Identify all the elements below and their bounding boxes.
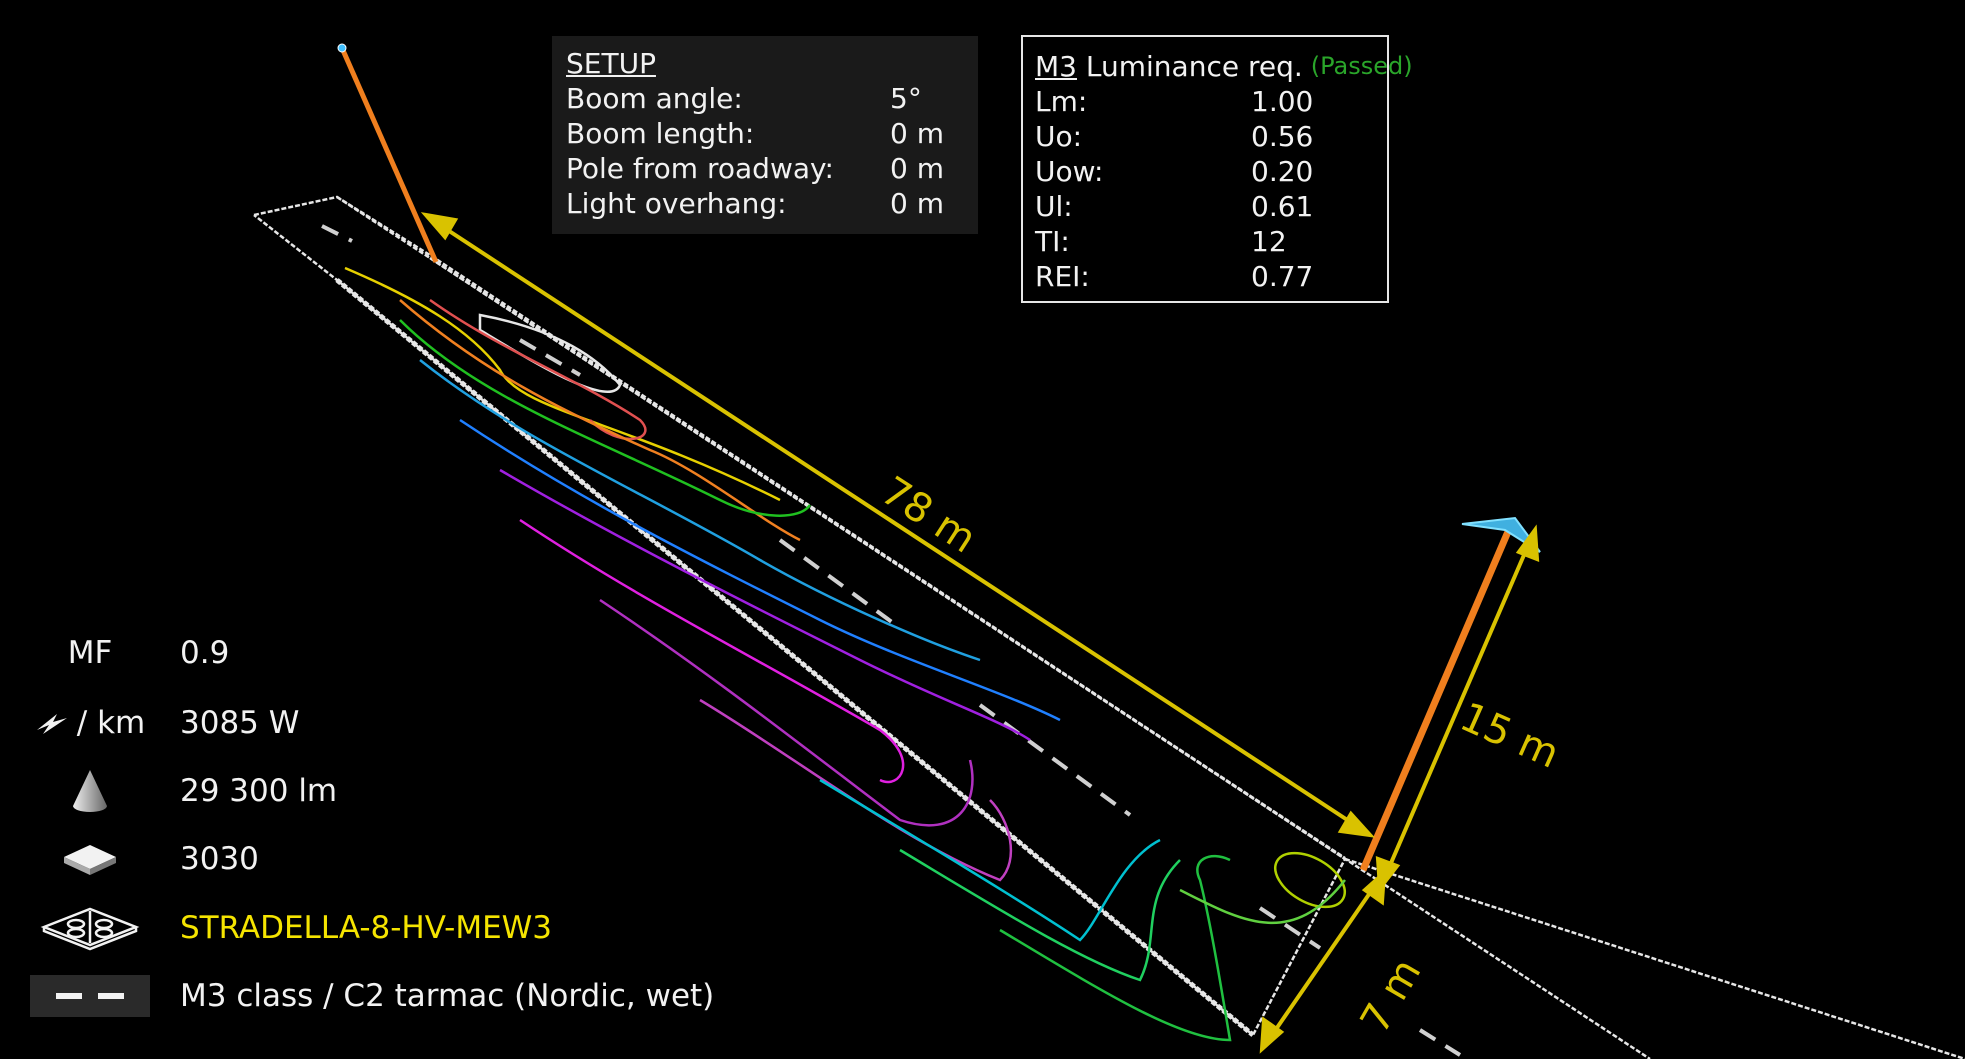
luminance-panel: M3 Luminance req.(Passed) Lm: 1.00 Uo: 0.5… (1021, 35, 1413, 303)
luminance-label: Lm: (1035, 85, 1088, 118)
spec-mf-value: 0.9 (180, 635, 230, 671)
setup-value: 0 m (890, 152, 944, 185)
setup-row-pole-from-roadway: Pole from roadway: 0 m (566, 151, 978, 186)
setup-value: 0 m (890, 187, 944, 220)
setup-label: Light overhang: (566, 187, 787, 220)
setup-title: SETUP (566, 47, 656, 80)
luminance-value: 0.20 (1251, 155, 1314, 188)
pole-right (1359, 516, 1541, 872)
luminance-label: Uo: (1035, 120, 1083, 153)
status-badge: (Passed) (1310, 52, 1413, 80)
luminance-header: M3 Luminance req.(Passed) (1035, 49, 1413, 84)
setup-row-boom-angle: Boom angle: 5° (566, 81, 978, 116)
setup-row-boom-length: Boom length: 0 m (566, 116, 978, 151)
isoline-contours (344, 266, 1346, 1042)
spec-power-value: 3085 W (180, 705, 300, 741)
lane-markings (321, 224, 1462, 1057)
dimension-lines (420, 212, 1540, 1054)
spec-flux-value: 29 300 lm (180, 773, 338, 809)
spec-led: 3030 (30, 834, 730, 884)
setup-value: 0 m (890, 117, 944, 150)
light-cone-icon (73, 770, 107, 812)
luminance-row-rei: REI: 0.77 (1035, 259, 1387, 294)
luminance-title: Luminance req. (1076, 50, 1303, 83)
luminance-label: TI: (1035, 225, 1070, 258)
setup-row-light-overhang: Light overhang: 0 m (566, 186, 978, 221)
luminance-class: M3 (1035, 50, 1077, 83)
luminance-value: 0.56 (1251, 120, 1314, 153)
luminance-row-uow: Uow: 0.20 (1035, 154, 1387, 189)
setup-label: Pole from roadway: (566, 152, 834, 185)
spec-road: M3 class / C2 tarmac (Nordic, wet) (30, 971, 730, 1021)
spec-road-value: M3 class / C2 tarmac (Nordic, wet) (180, 978, 715, 1014)
setup-label: Boom angle: (566, 82, 743, 115)
luminance-row-lm: Lm: 1.00 (1035, 84, 1387, 119)
setup-value: 5° (890, 82, 922, 115)
spec-luminaire-icon-wrap (30, 903, 150, 953)
setup-panel: SETUP Boom angle: 5° Boom length: 0 m Pole… (552, 36, 978, 234)
luminance-row-ti: TI: 12 (1035, 224, 1387, 259)
setup-label: Boom length: (566, 117, 755, 150)
luminance-value: 0.61 (1251, 190, 1314, 223)
spec-luminaire: STRADELLA-8-HV-MEW3 (30, 903, 730, 953)
luminance-label: Ul: (1035, 190, 1073, 223)
lightning-icon (36, 714, 67, 734)
led-chip-icon (64, 845, 116, 875)
spec-road-icon-wrap (30, 975, 150, 1017)
spec-mf-label: MF (67, 635, 113, 671)
luminance-label: REI: (1035, 260, 1090, 293)
spec-power-label: / km (76, 705, 146, 741)
spec-power-icon-wrap: / km (30, 698, 150, 748)
spec-led-icon-wrap (30, 834, 150, 884)
luminance-value: 1.00 (1251, 85, 1314, 118)
road-marking-icon (56, 993, 124, 999)
luminance-row-ul: Ul: 0.61 (1035, 189, 1387, 224)
spec-led-value: 3030 (180, 841, 259, 877)
luminance-row-uo: Uo: 0.56 (1035, 119, 1387, 154)
spec-luminaire-value: STRADELLA-8-HV-MEW3 (180, 910, 553, 946)
spec-mf: MF 0.9 (30, 628, 730, 678)
spec-power: / km 3085 W (30, 698, 730, 748)
spec-flux: 29 300 lm (30, 766, 730, 816)
luminance-value: 0.77 (1251, 260, 1314, 293)
luminaire-icon (40, 907, 140, 951)
pole-left (337, 43, 439, 264)
spec-flux-icon-wrap (30, 766, 150, 816)
luminance-value: 12 (1251, 225, 1287, 258)
luminance-label: Uow: (1035, 155, 1104, 188)
